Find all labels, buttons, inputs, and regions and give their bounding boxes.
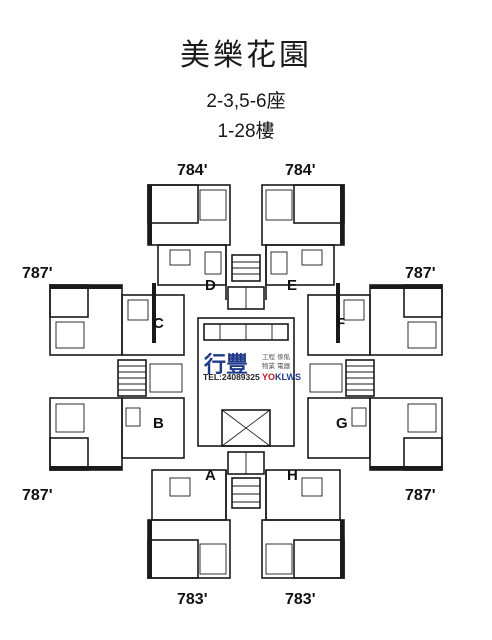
watermark-services-1: 工程 傢俬 (262, 352, 291, 361)
unit-label-g: G (336, 415, 348, 432)
watermark-brand: YOKLWS (262, 372, 301, 382)
unit-label-e: E (287, 277, 297, 294)
wing-bottom-left (147, 469, 231, 579)
wing-lower-left (49, 397, 185, 471)
area-upper-right: 787' (405, 265, 436, 282)
area-lower-right: 787' (405, 487, 436, 504)
wing-upper-left (49, 284, 185, 397)
floor-plan-left-half (49, 184, 231, 579)
estate-title: 美樂花園 (180, 38, 312, 73)
central-core (197, 254, 295, 509)
unit-label-c: C (153, 315, 164, 332)
area-upper-left: 787' (22, 265, 53, 282)
unit-label-b: B (153, 415, 164, 432)
unit-label-a: A (205, 467, 216, 484)
area-top-left: 784' (177, 162, 208, 179)
watermark-logo: 行豐 工程 傢俬 物業 電器 TEL:24089325 YOKLWS (200, 348, 301, 382)
watermark-services-2: 物業 電器 (262, 361, 291, 370)
floor-range: 1-28樓 (217, 121, 275, 142)
wing-top-left (147, 184, 231, 343)
watermark-mark-text: 行豐 (203, 352, 248, 378)
area-bottom-right: 783' (285, 591, 316, 608)
area-top-right: 784' (285, 162, 316, 179)
area-lower-left: 787' (22, 487, 53, 504)
block-range: 2-3,5-6座 (206, 91, 286, 112)
unit-label-d: D (205, 277, 216, 294)
unit-label-f: F (336, 315, 345, 332)
area-bottom-left: 783' (177, 591, 208, 608)
watermark-tel: TEL:24089325 (203, 372, 260, 382)
unit-label-h: H (287, 467, 298, 484)
